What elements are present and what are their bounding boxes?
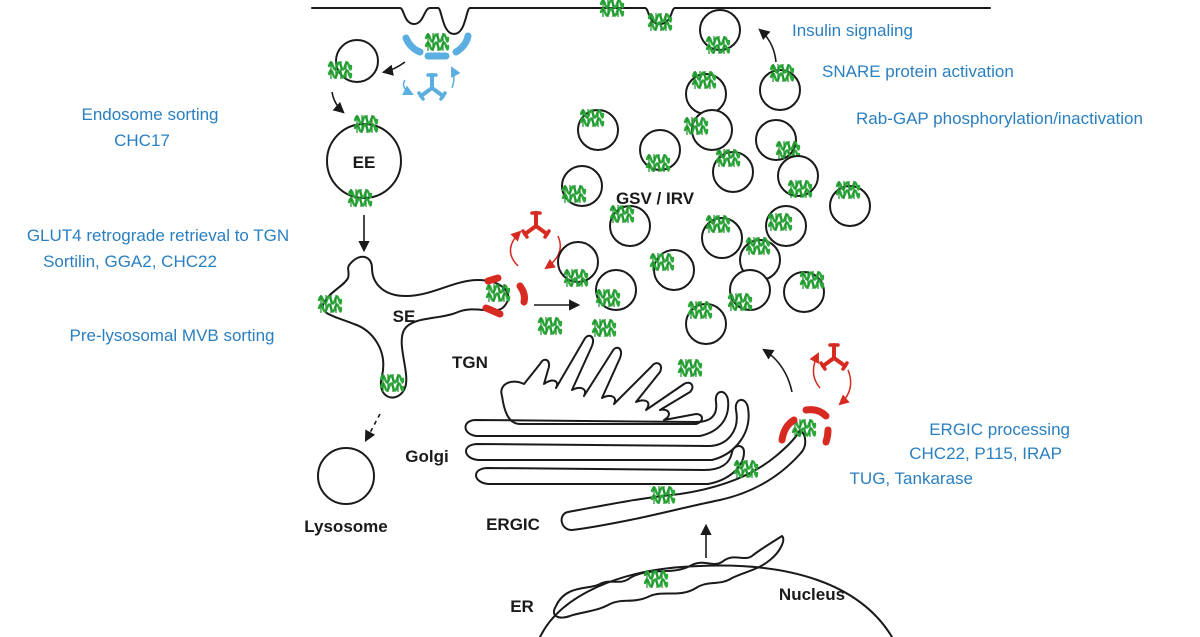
sortilin-label: Sortilin, GGA2, CHC22 [43,252,217,271]
glut4-protein-icon [599,0,625,19]
glut4-protein-icon [705,34,731,56]
lysosome-label: Lysosome [304,517,387,536]
glut4-protein-icon [650,484,676,506]
nucleus-envelope [539,564,893,637]
dashed-arrow [364,413,381,442]
mvb-sorting-label: Pre-lysosomal MVB sorting [69,326,274,345]
sorting-endosome-label: SE [393,307,416,326]
clathrin-coat-icon [482,274,528,318]
gsv-irv-label: GSV / IRV [616,189,695,208]
gsv-irv-vesicles [557,9,871,345]
exocytosis-arrow [758,28,777,63]
nucleus-label: Nucleus [779,585,845,604]
trans-golgi-network [500,334,703,425]
clathrin-triskelion-icon [819,343,849,371]
glut4-protein-icon [317,293,343,315]
glut4-protein-icon [647,11,673,33]
snare-activation-label: SNARE protein activation [822,62,1014,81]
chc22-p115-label: CHC22, P115, IRAP [909,444,1062,463]
arrow [381,61,406,76]
gsv-vesicle [759,69,801,111]
er-label: ER [510,597,534,616]
recycle-arrow [509,230,522,267]
tgn-label: TGN [452,353,488,372]
glut4-protein-icon [643,568,669,590]
clathrin-coat-icon [402,32,472,60]
ergic-label: ERGIC [486,515,540,534]
ergic-processing-label: ERGIC processing [929,420,1070,439]
clathrin-triskelion-icon [417,73,447,101]
glut4-protein-icon [677,357,703,379]
glut4-protein-icon [379,372,405,394]
recycle-arrow [544,235,561,270]
glut4-protein-icon [485,282,511,304]
arrow [331,91,345,114]
golgi-cisterna [475,445,745,485]
clathrin-coat-icon [778,406,832,446]
sorting-endosome [321,255,510,399]
glut4-protein-icon [537,315,563,337]
chc17-label: CHC17 [114,131,170,150]
golgi-label: Golgi [405,447,448,466]
gsv-vesicle [777,155,819,197]
endoplasmic-reticulum [552,535,785,619]
glut4-protein-icon [347,187,373,209]
recycle-arrow [809,352,821,389]
arrow [762,348,793,393]
golgi-cisterna [464,391,730,437]
early-endosome-label: EE [353,153,376,172]
gsv-vesicle [829,185,871,227]
ergic-membrane [560,429,807,531]
tug-tankarase-label: TUG, Tankarase [850,469,973,488]
lysosome [317,447,375,505]
glut4-protein-icon [563,267,589,289]
recycle-arrow [402,79,414,95]
glut4-protein-icon [591,317,617,339]
endosome-sorting-label: Endosome sorting [81,105,218,124]
clathrin-triskelion-icon [521,211,551,239]
recycle-arrow [838,369,852,406]
rab-gap-label: Rab-GAP phosphorylation/inactivation [856,109,1143,128]
glut4-protein-icon [424,31,450,53]
insulin-signaling-label: Insulin signaling [792,21,913,40]
gsv-vesicle [639,129,681,171]
golgi-cisterna [465,399,750,461]
glut4-retrieval-label: GLUT4 retrograde retrieval to TGN [27,226,289,245]
recycle-arrow [451,66,461,89]
